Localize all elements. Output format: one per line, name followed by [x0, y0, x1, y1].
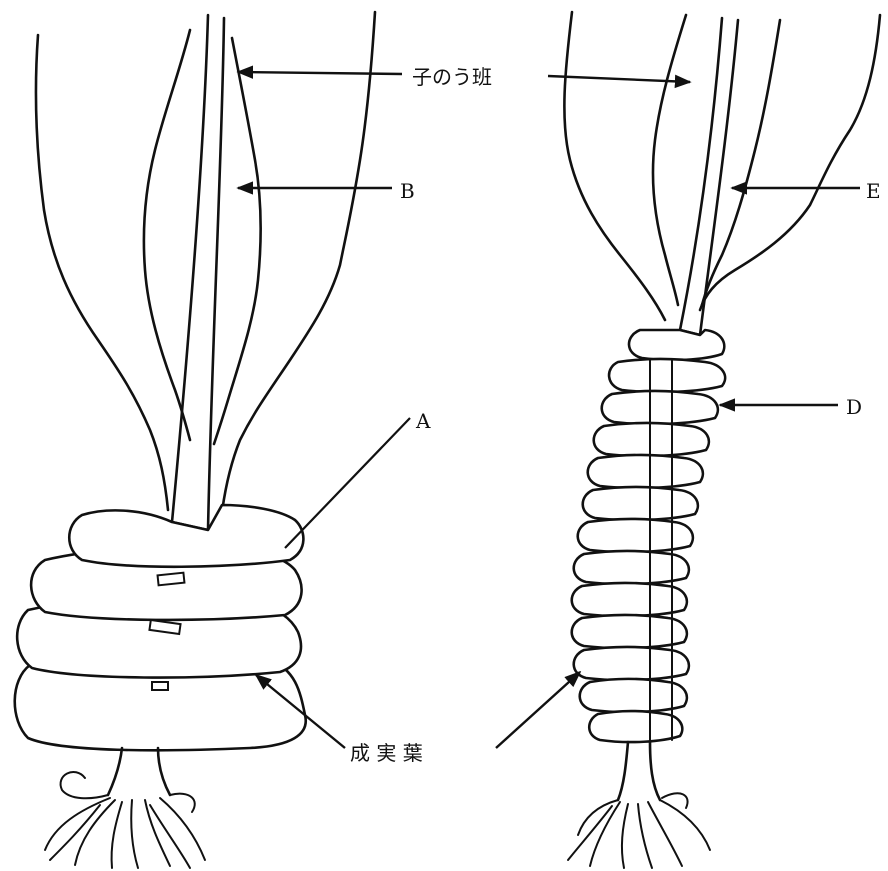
label-b: B [400, 179, 415, 203]
arrow-a [285, 418, 410, 548]
right-segments [572, 330, 725, 742]
label-sporophyll: 成 実 葉 [350, 741, 423, 765]
label-e: E [866, 179, 881, 203]
right-inner-blade [653, 15, 686, 305]
left-midrib [172, 15, 224, 530]
left-outer-blade-right [222, 12, 375, 512]
left-notch-3 [152, 682, 168, 690]
left-specimen [15, 12, 375, 868]
annotation-arrows [238, 72, 860, 748]
right-specimen [564, 12, 880, 868]
left-notch-1 [158, 573, 185, 586]
left-stipe [108, 748, 122, 795]
arrow-sporangium-left [238, 72, 402, 74]
right-outer-blade-right [700, 15, 880, 310]
label-a: A [415, 409, 431, 433]
right-outer-blade [564, 12, 665, 320]
left-outer-blade [36, 35, 168, 510]
right-holdfast [568, 793, 710, 868]
label-sporangium-patch: 子のう班 [412, 65, 492, 89]
left-holdfast [45, 772, 205, 868]
label-d: D [846, 395, 862, 419]
right-inner-blade-right [702, 20, 780, 305]
arrow-sporophyll-right [496, 672, 580, 748]
left-inner-blade [144, 30, 190, 440]
left-sporophyll-1 [69, 505, 303, 567]
right-stipe [618, 742, 628, 800]
